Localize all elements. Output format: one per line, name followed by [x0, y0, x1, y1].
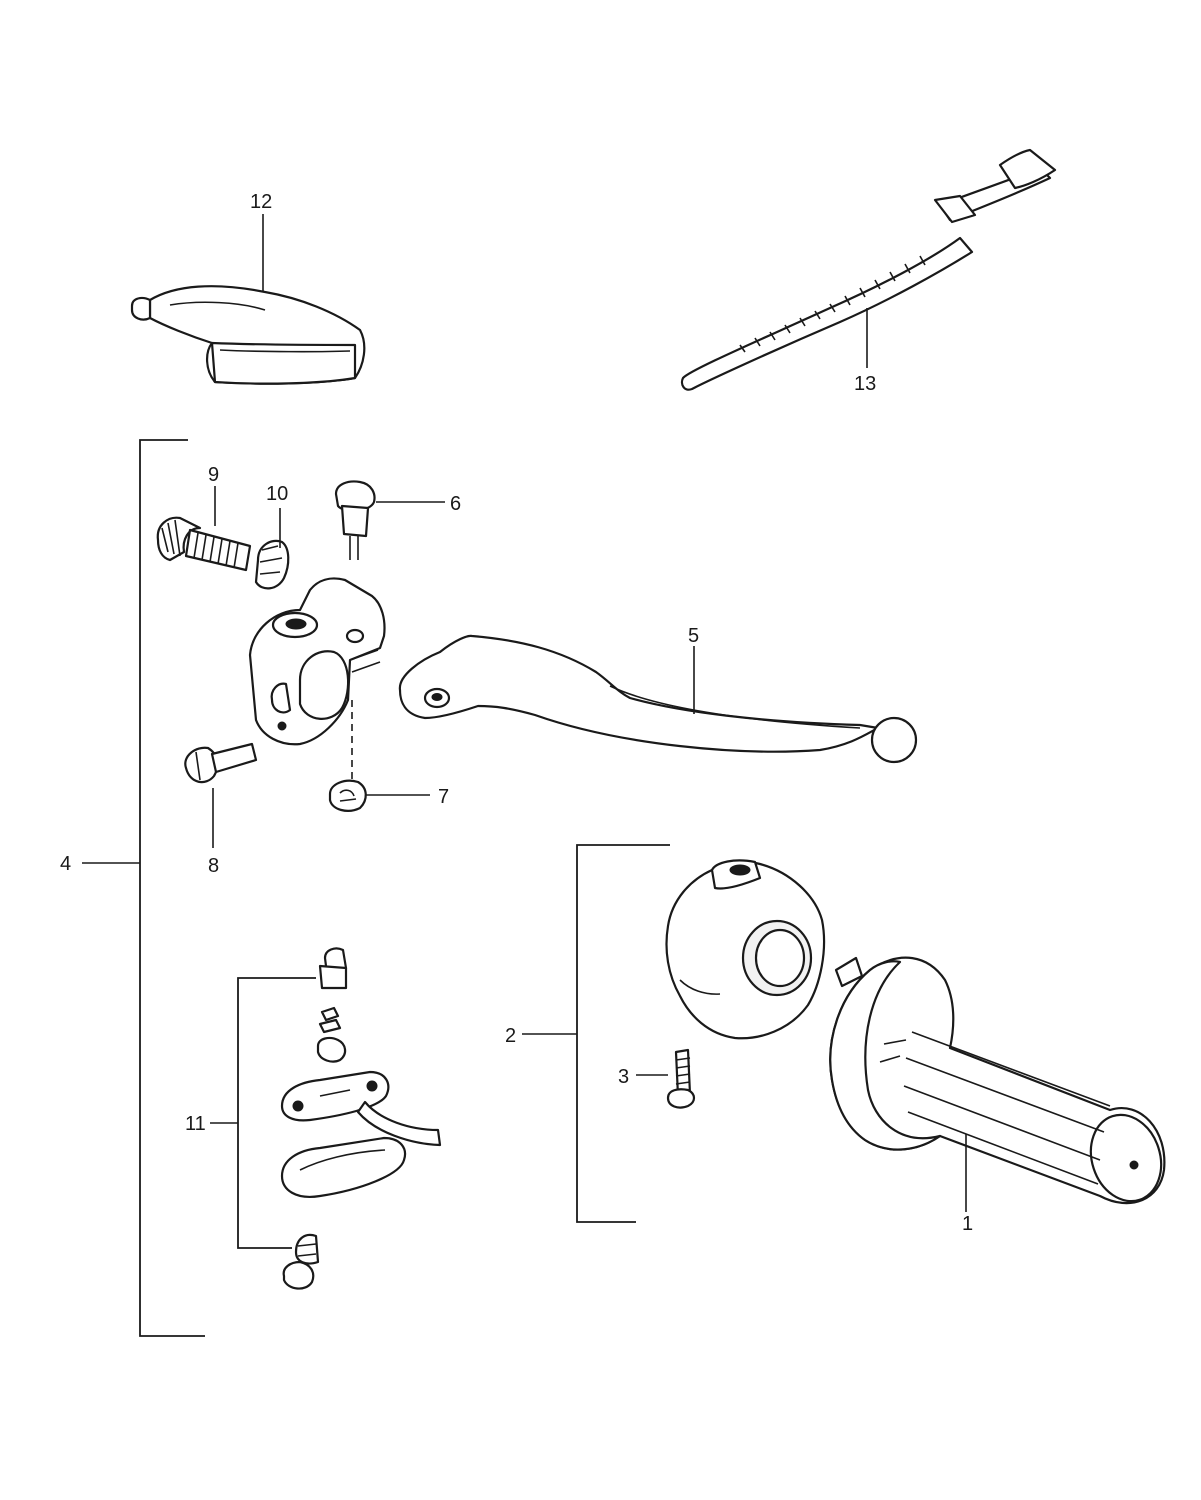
bracket-11 [237, 977, 316, 1249]
callout-2: 2 [505, 1025, 516, 1047]
callout-7: 7 [438, 786, 449, 808]
callout-11: 11 [185, 1113, 206, 1135]
callout-9: 9 [208, 464, 219, 486]
callout-12: 12 [250, 191, 272, 213]
callout-3: 3 [618, 1066, 629, 1088]
part-7-nut [328, 779, 367, 812]
part-5-clutch-lever [398, 634, 918, 764]
bracket-2 [576, 844, 670, 1223]
callout-labels: 1 2 3 4 5 6 7 8 9 10 11 12 13 [60, 191, 973, 1235]
lever-holder-bracket [248, 577, 386, 746]
part-1-handle-grip [829, 956, 1166, 1205]
callout-8: 8 [208, 855, 219, 877]
part-3-screw [666, 1048, 696, 1109]
callout-4: 4 [60, 853, 71, 875]
part-10-lock-nut [254, 539, 290, 590]
part-6-bolt [334, 480, 376, 560]
part-9-adjuster-bolt [156, 516, 252, 572]
part-12-lens [130, 285, 366, 385]
callout-13: 13 [854, 373, 876, 395]
bracket-4 [139, 439, 205, 1337]
part-13-cable-strap [680, 148, 1057, 391]
leaders [82, 214, 967, 1212]
part-2-throttle-housing [665, 859, 826, 1040]
part-11-switch-assembly [280, 947, 442, 1290]
callout-1: 1 [962, 1213, 973, 1235]
callout-10: 10 [266, 483, 288, 505]
callout-5: 5 [688, 625, 699, 647]
part-8-pivot-bolt [184, 742, 258, 784]
callout-6: 6 [450, 493, 461, 515]
